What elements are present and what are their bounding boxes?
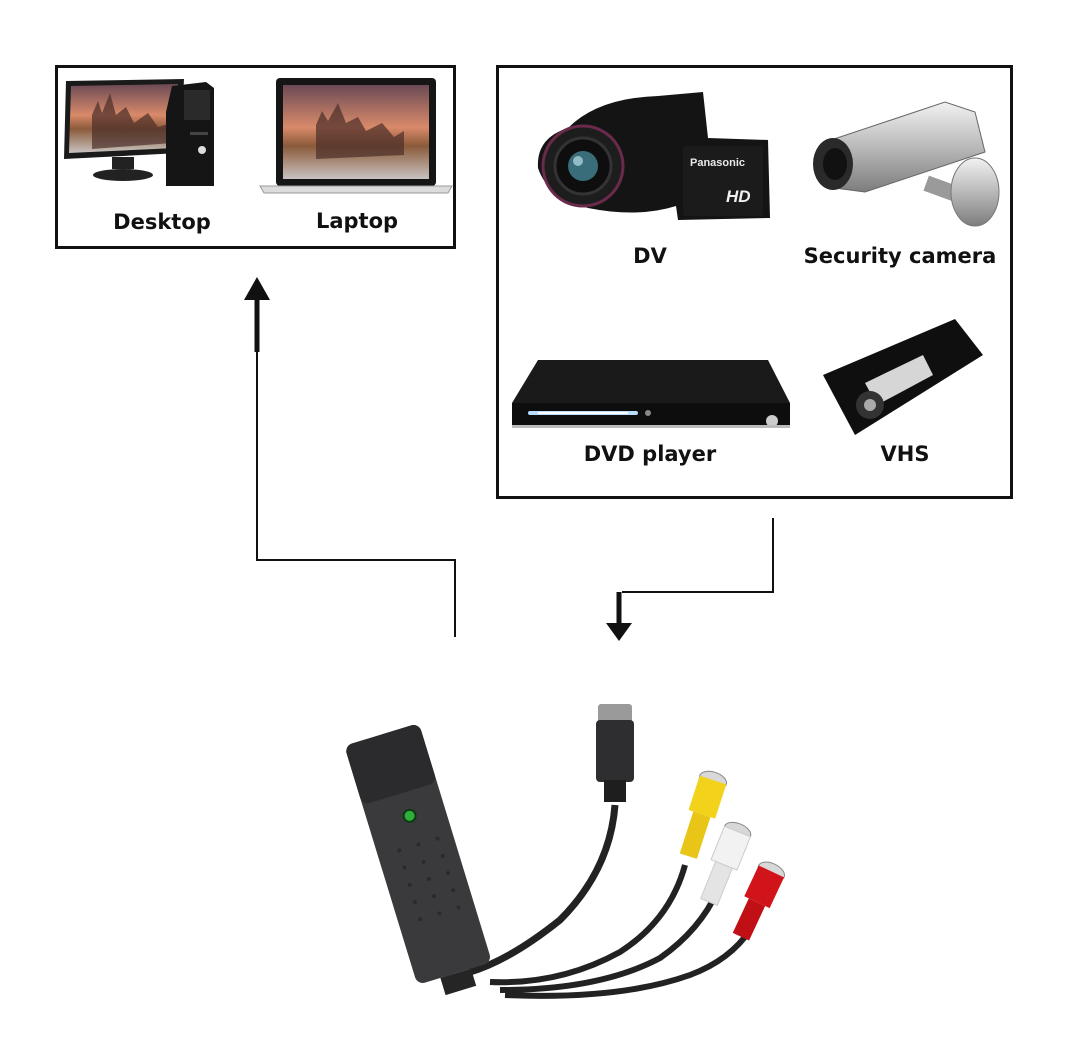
input-path-line xyxy=(622,518,774,593)
status-led-icon xyxy=(402,808,417,823)
laptop-label: Laptop xyxy=(315,209,399,233)
white-cable xyxy=(499,888,721,993)
vhs-label: VHS xyxy=(880,442,930,466)
camcorder-icon: Panasonic HD xyxy=(537,92,770,220)
security-camera-label: Security camera xyxy=(803,244,997,268)
down-arrow-icon xyxy=(606,623,632,641)
security-camera-icon xyxy=(813,101,1000,227)
svideo-cable xyxy=(468,804,619,976)
desktop-label: Desktop xyxy=(113,210,211,234)
desktop-computer-icon xyxy=(64,79,184,181)
usb-capture-adapter-icon xyxy=(346,704,785,999)
white-rca-connector-icon xyxy=(700,821,752,906)
dvd-player-icon xyxy=(512,360,790,428)
desktop-tower-icon xyxy=(166,82,214,186)
camcorder-brand: Panasonic xyxy=(690,157,745,169)
dvd-player-label: DVD player xyxy=(583,442,717,466)
camcorder-hd-badge: HD xyxy=(726,187,751,206)
up-arrow-icon xyxy=(244,277,270,300)
laptop-computer-icon xyxy=(259,78,453,194)
yellow-cable xyxy=(489,864,688,986)
upload-path-line xyxy=(256,350,456,637)
red-cable xyxy=(504,928,753,999)
svideo-connector-icon xyxy=(596,704,634,802)
vhs-tape-icon xyxy=(823,319,983,435)
dv-label: DV xyxy=(633,244,667,268)
yellow-rca-connector-icon xyxy=(679,770,728,859)
red-rca-connector-icon xyxy=(732,861,785,941)
